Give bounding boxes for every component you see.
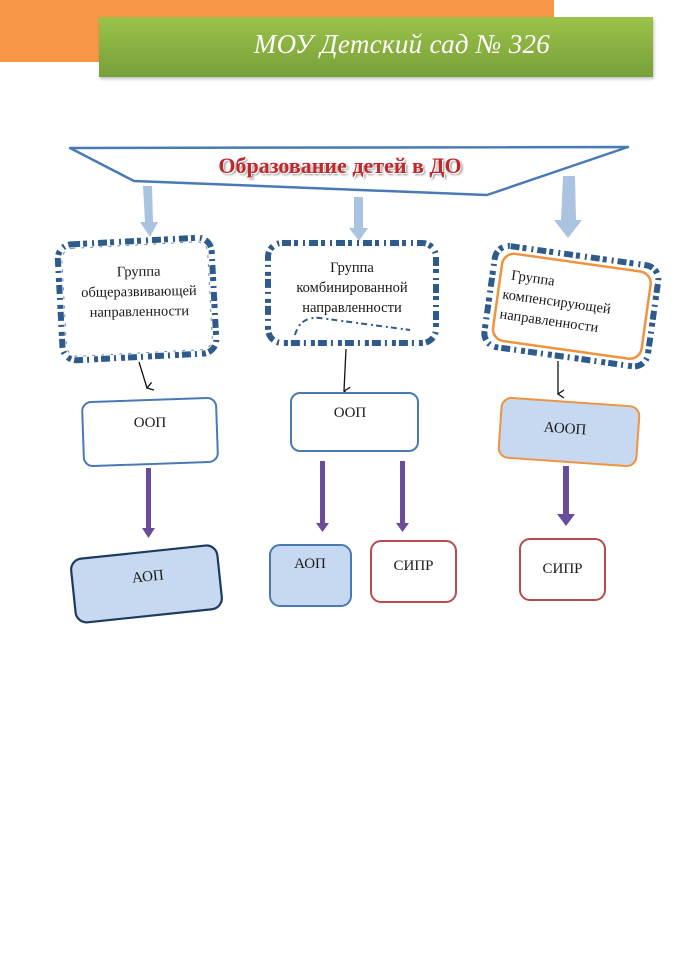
purple-arrow-1 — [142, 468, 155, 538]
group-2-label-line: Группа — [330, 260, 374, 276]
child-2-1-label: АОП — [294, 556, 326, 572]
child-2-2-label: СИПР — [393, 558, 434, 574]
arrow-group1-program — [138, 361, 155, 391]
root-arrow-1 — [140, 186, 158, 237]
group-box-3 — [481, 243, 662, 370]
child-box-1-1 — [70, 544, 223, 624]
purple-arrow-3 — [396, 461, 409, 532]
program-box-2 — [290, 392, 419, 452]
group-box-2 — [265, 240, 439, 346]
program-1-label: ООП — [133, 415, 167, 431]
group-2-label-line: направленности — [302, 300, 402, 316]
arrow-group2-program — [342, 348, 351, 396]
child-3-1-label: СИПР — [542, 561, 583, 577]
group-1-label: Группа общеразвивающей направленности — [65, 261, 212, 324]
group-1-label-line: общеразвивающей — [81, 282, 197, 302]
child-box-3-1 — [519, 538, 606, 601]
root-title: Образование детей в ДО — [218, 153, 462, 178]
group-box-1 — [54, 234, 220, 364]
group-2-label: Группа комбинированной направленности — [272, 258, 432, 318]
purple-arrow-4 — [557, 466, 575, 526]
child-box-2-1 — [269, 544, 352, 607]
group-1-label-line: Группа — [116, 263, 161, 281]
header-banner: МОУ Детский сад № 326 — [99, 17, 653, 77]
group-1-label-line: направленности — [89, 303, 190, 321]
program-2-label: ООП — [333, 405, 367, 421]
child-box-2-2 — [370, 540, 457, 603]
root-arrow-3 — [554, 176, 582, 238]
root-banner-shape — [68, 145, 630, 197]
purple-arrow-2 — [316, 461, 329, 532]
header-title: МОУ Детский сад № 326 — [253, 29, 551, 59]
program-box-3 — [497, 396, 641, 468]
root-arrow-2 — [349, 197, 368, 241]
program-box-1 — [81, 396, 219, 468]
group-2-label-line: комбинированной — [296, 280, 408, 296]
